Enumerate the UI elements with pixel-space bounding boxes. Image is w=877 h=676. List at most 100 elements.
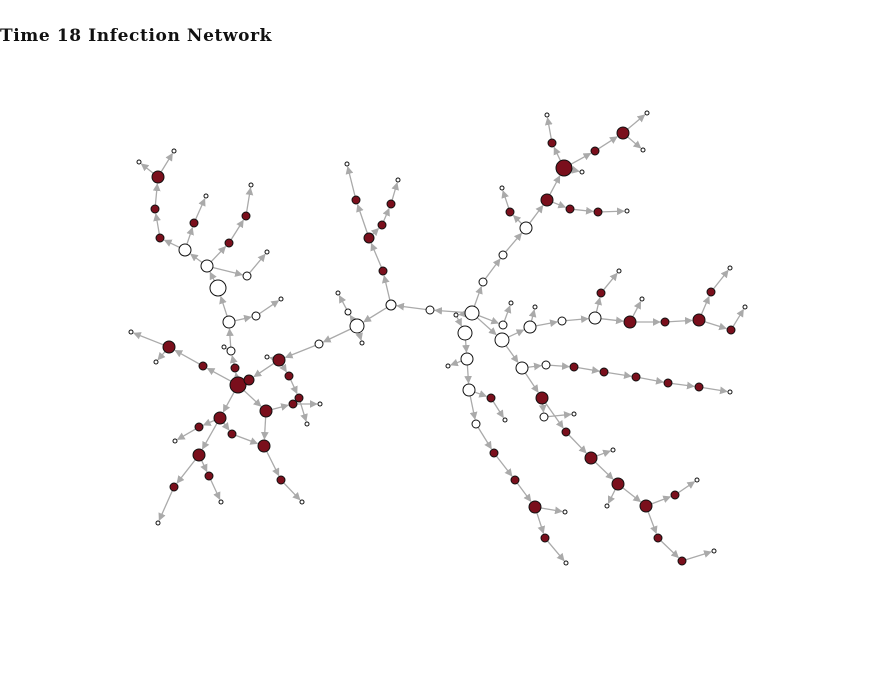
susceptible-node: [222, 315, 236, 329]
transmission-edge: [382, 207, 390, 222]
susceptible-node: [742, 304, 748, 310]
transmission-edge: [732, 308, 744, 327]
susceptible-node: [395, 177, 401, 183]
transmission-edge: [290, 379, 298, 395]
transmission-edge: [133, 332, 164, 346]
susceptible-node: [278, 296, 284, 302]
transmission-edge: [157, 351, 166, 361]
susceptible-node: [172, 438, 178, 444]
susceptible-node: [515, 361, 529, 375]
infected-node: [653, 533, 663, 543]
susceptible-node: [251, 311, 261, 321]
susceptible-node: [604, 503, 610, 509]
transmission-edge: [210, 246, 227, 263]
infected-node: [386, 199, 396, 209]
transmission-edge: [477, 427, 492, 450]
susceptible-node: [460, 352, 474, 366]
infected-node: [540, 533, 550, 543]
transmission-edge: [651, 495, 672, 505]
susceptible-node: [508, 300, 514, 306]
susceptible-node: [335, 290, 341, 296]
transmission-edge: [632, 300, 642, 317]
susceptible-node: [453, 312, 459, 318]
susceptible-node: [694, 477, 700, 483]
transmission-edge: [598, 136, 618, 150]
susceptible-node: [624, 208, 630, 214]
susceptible-node: [178, 243, 192, 257]
transmission-edge: [495, 455, 513, 477]
susceptible-node: [711, 548, 717, 554]
susceptible-node: [218, 499, 224, 505]
susceptible-node: [478, 277, 488, 287]
infected-node: [363, 232, 375, 244]
infected-node: [213, 411, 227, 425]
transmission-edge: [639, 376, 664, 385]
susceptible-node: [532, 304, 538, 310]
transmission-edge: [258, 300, 280, 315]
susceptible-node: [541, 360, 551, 370]
transmission-edge: [140, 163, 154, 174]
transmission-edge: [594, 461, 614, 480]
infected-node: [272, 353, 286, 367]
infected-node: [276, 475, 286, 485]
transmission-edge: [249, 253, 266, 274]
infected-node: [616, 126, 630, 140]
susceptible-node: [457, 325, 473, 341]
infected-node: [230, 363, 240, 373]
transmission-edge: [391, 182, 399, 201]
susceptible-node: [264, 249, 270, 255]
infected-node: [694, 382, 704, 392]
susceptible-node: [519, 221, 533, 235]
susceptible-node: [171, 148, 177, 154]
infected-node: [224, 238, 234, 248]
susceptible-node: [317, 401, 323, 407]
susceptible-node: [563, 560, 569, 566]
transmission-edge: [596, 449, 611, 458]
transmission-edge: [568, 434, 587, 454]
susceptible-node: [359, 340, 365, 346]
susceptible-node: [539, 412, 549, 422]
infected-node: [726, 325, 736, 335]
infected-node: [351, 195, 361, 205]
transmission-edge: [573, 206, 594, 215]
susceptible-node: [299, 499, 305, 505]
transmission-edge: [266, 451, 280, 477]
transmission-edge: [685, 550, 712, 561]
transmission-edge: [478, 314, 500, 325]
transmission-edge: [176, 428, 196, 441]
susceptible-node: [136, 159, 142, 165]
infected-node: [377, 220, 387, 230]
transmission-edge: [702, 386, 728, 395]
transmission-edge: [704, 321, 727, 331]
infected-node: [194, 422, 204, 432]
transmission-edge: [528, 309, 537, 322]
infected-node: [593, 207, 603, 217]
transmission-edge: [153, 213, 161, 235]
transmission-edge: [234, 314, 252, 323]
infected-node: [198, 361, 208, 371]
susceptible-node: [502, 417, 508, 423]
transmission-edge: [269, 355, 278, 364]
transmission-edge: [627, 136, 642, 149]
infected-node: [169, 482, 179, 492]
susceptible-node: [498, 320, 508, 330]
infected-node: [510, 475, 520, 485]
infected-node: [150, 204, 160, 214]
infected-node: [670, 490, 680, 500]
chart-title: Time 18 Infection Network: [0, 26, 273, 46]
transmission-edge: [356, 203, 368, 234]
transmission-edge: [230, 219, 244, 240]
transmission-edge: [160, 152, 173, 173]
transmission-edge: [552, 200, 567, 209]
transmission-edge: [505, 345, 519, 363]
infected-node: [486, 393, 496, 403]
transmission-edge: [221, 422, 230, 431]
infected-node: [151, 170, 165, 184]
transmission-edge: [544, 402, 564, 429]
transmission-edge: [600, 316, 624, 325]
transmission-edge: [206, 367, 232, 382]
transmission-edge: [668, 316, 693, 325]
transmission-edge: [529, 204, 544, 224]
transmission-edge: [577, 366, 600, 374]
